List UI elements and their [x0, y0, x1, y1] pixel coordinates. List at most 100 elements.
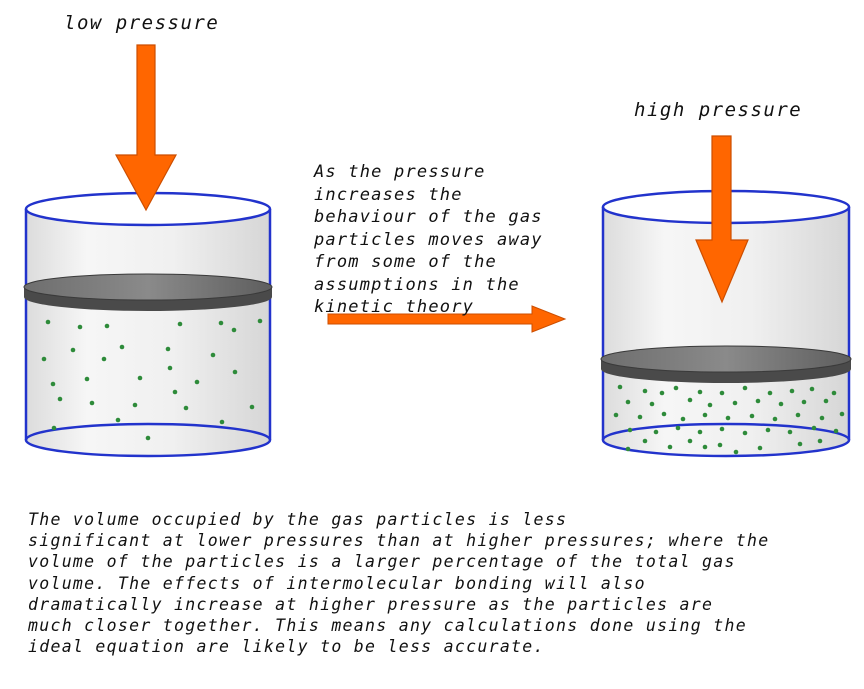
gas-particle — [797, 441, 803, 447]
gas-particle — [625, 446, 631, 452]
gas-particle — [831, 390, 837, 396]
gas-particle — [653, 429, 659, 435]
gas-particle — [132, 402, 138, 408]
gas-particle — [637, 414, 643, 420]
gas-particle — [231, 327, 237, 333]
gas-particle — [819, 415, 825, 421]
gas-particle — [659, 390, 665, 396]
gas-particle — [661, 411, 667, 417]
left-cylinder — [23, 191, 273, 458]
gas-particle — [823, 398, 829, 404]
gas-particle — [839, 411, 845, 417]
gas-particle — [719, 390, 725, 396]
gas-particle — [675, 425, 681, 431]
gas-particle — [642, 438, 648, 444]
gas-particle — [249, 404, 255, 410]
gas-particle — [101, 356, 107, 362]
left-piston — [23, 273, 273, 311]
gas-particle — [767, 390, 773, 396]
explanation-text: As the pressure increases the behaviour … — [314, 161, 604, 319]
gas-particle — [732, 400, 738, 406]
gas-particle — [45, 319, 51, 325]
gas-particle — [817, 438, 823, 444]
gas-particle — [801, 399, 807, 405]
gas-particle — [707, 402, 713, 408]
gas-particle — [765, 427, 771, 433]
gas-particle — [177, 321, 183, 327]
gas-particle — [755, 398, 761, 404]
transition-arrow-icon — [327, 305, 567, 333]
left-cylinder-bottom-rim — [24, 422, 272, 458]
gas-particle — [687, 397, 693, 403]
explanation-line: increases the — [314, 184, 463, 205]
gas-particle — [119, 344, 125, 350]
description-line: ideal equation are likely to be less acc… — [28, 637, 545, 657]
gas-particle — [809, 386, 815, 392]
explanation-line: assumptions in the — [314, 274, 520, 295]
left-cylinder-body — [26, 209, 270, 456]
right-piston — [600, 345, 852, 383]
gas-particle — [833, 428, 839, 434]
gas-particle — [702, 412, 708, 418]
gas-particle — [625, 399, 631, 405]
gas-particle — [219, 419, 225, 425]
gas-particle — [194, 379, 200, 385]
gas-particle — [687, 438, 693, 444]
gas-particle — [787, 429, 793, 435]
description-line: much closer together. This means any cal… — [28, 616, 747, 636]
gas-particle — [811, 425, 817, 431]
gas-particle — [667, 444, 673, 450]
right-cylinder — [600, 189, 852, 458]
high-pressure-label: high pressure — [634, 99, 803, 121]
description-paragraph: The volume occupied by the gas particles… — [28, 509, 862, 657]
gas-particle — [642, 388, 648, 394]
gas-particle — [165, 346, 171, 352]
gas-particle — [617, 384, 623, 390]
description-line: The volume occupied by the gas particles… — [28, 510, 568, 529]
gas-particle — [702, 444, 708, 450]
explanation-line: kinetic theory — [314, 297, 475, 317]
right-cylinder-body — [603, 207, 849, 456]
gas-particle — [717, 442, 723, 448]
gas-particle — [70, 347, 76, 353]
gas-particle — [57, 396, 63, 402]
gas-particle — [778, 401, 784, 407]
gas-particle — [172, 389, 178, 395]
gas-particle — [697, 389, 703, 395]
gas-particle — [680, 416, 686, 422]
gas-particle — [77, 324, 83, 330]
gas-particle — [749, 413, 755, 419]
gas-particle — [89, 400, 95, 406]
description-line: volume of the particles is a larger perc… — [28, 552, 736, 572]
gas-particle — [742, 430, 748, 436]
right-cylinder-bottom-rim — [601, 422, 851, 458]
gas-particle — [649, 401, 655, 407]
right-gas-particles — [613, 384, 845, 455]
gas-particle — [613, 412, 619, 418]
gas-particle — [733, 449, 739, 455]
gas-particle — [137, 375, 143, 381]
gas-particle — [725, 415, 731, 421]
gas-particle — [257, 318, 263, 324]
gas-particle — [210, 352, 216, 358]
gas-particle — [742, 385, 748, 391]
gas-particle — [218, 320, 224, 326]
gas-particle — [697, 429, 703, 435]
left-pressure-arrow-icon — [114, 44, 178, 212]
gas-particle — [167, 365, 173, 371]
description-line: dramatically increase at higher pressure… — [28, 594, 714, 614]
explanation-line: behaviour of the gas — [314, 207, 543, 227]
gas-particle — [51, 425, 57, 431]
gas-particle — [627, 427, 633, 433]
gas-particle — [772, 416, 778, 422]
explanation-line: particles moves away — [314, 229, 543, 250]
left-gas-particles — [41, 318, 263, 441]
gas-particle — [789, 388, 795, 394]
description-line: volume. The effects of intermolecular bo… — [28, 573, 646, 593]
gas-particle — [795, 412, 801, 418]
gas-particle — [50, 381, 56, 387]
gas-particle — [673, 385, 679, 391]
explanation-line: As the pressure — [314, 162, 486, 182]
